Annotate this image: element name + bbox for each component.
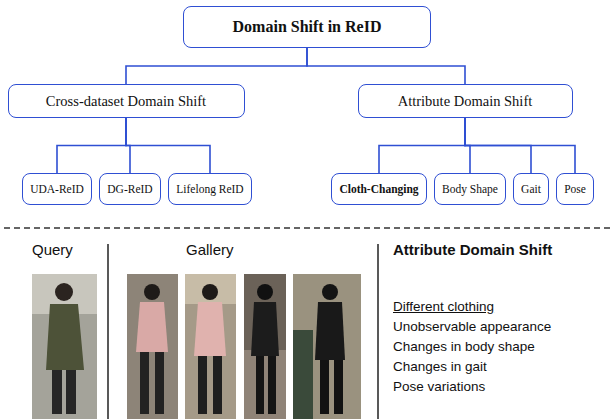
person-photo	[293, 274, 361, 419]
leaf-box: Cloth-Changing	[331, 173, 427, 205]
person-photo	[244, 274, 286, 419]
person-photo	[185, 274, 236, 419]
category-box: Cross-dataset Domain Shift	[8, 84, 245, 118]
tree-connector	[57, 118, 126, 173]
list-item: Unobservable appearance	[393, 319, 551, 334]
tree-connector	[379, 118, 465, 173]
node-text: Cloth-Changing	[339, 183, 418, 195]
list-item: Changes in gait	[393, 359, 487, 374]
tree-connector	[126, 48, 307, 84]
panel-heading: Attribute Domain Shift	[393, 241, 552, 258]
node-text: UDA-ReID	[30, 183, 84, 195]
tree-connector	[465, 118, 575, 173]
node-text: Body Shape	[442, 183, 498, 195]
divider-line	[107, 244, 109, 419]
node-text: DG-ReID	[107, 183, 152, 195]
leaf-box: Body Shape	[434, 173, 506, 205]
leaf-box: Gait	[513, 173, 549, 205]
leaf-box: DG-ReID	[99, 173, 161, 205]
leaf-box: UDA-ReID	[22, 173, 92, 205]
node-text: Gait	[521, 183, 541, 195]
divider-line	[377, 244, 379, 419]
node-text: Domain Shift in ReID	[233, 18, 382, 36]
node-text: Cross-dataset Domain Shift	[46, 93, 206, 110]
list-item: Pose variations	[393, 379, 485, 394]
category-box: Attribute Domain Shift	[358, 84, 573, 118]
root-box: Domain Shift in ReID	[183, 6, 431, 48]
panel-label: Gallery	[186, 241, 234, 258]
list-item: Changes in body shape	[393, 339, 535, 354]
panel-label: Query	[32, 241, 73, 258]
tree-connector	[126, 118, 210, 173]
node-text: Attribute Domain Shift	[398, 93, 533, 110]
leaf-box: Pose	[556, 173, 594, 205]
node-text: Lifelong ReID	[176, 183, 243, 195]
list-item: Different clothing	[393, 299, 494, 314]
dashed-divider	[4, 227, 610, 229]
person-photo	[127, 274, 178, 419]
tree-connector	[307, 48, 465, 84]
leaf-box: Lifelong ReID	[168, 173, 252, 205]
person-photo	[32, 274, 97, 419]
node-text: Pose	[564, 183, 586, 195]
